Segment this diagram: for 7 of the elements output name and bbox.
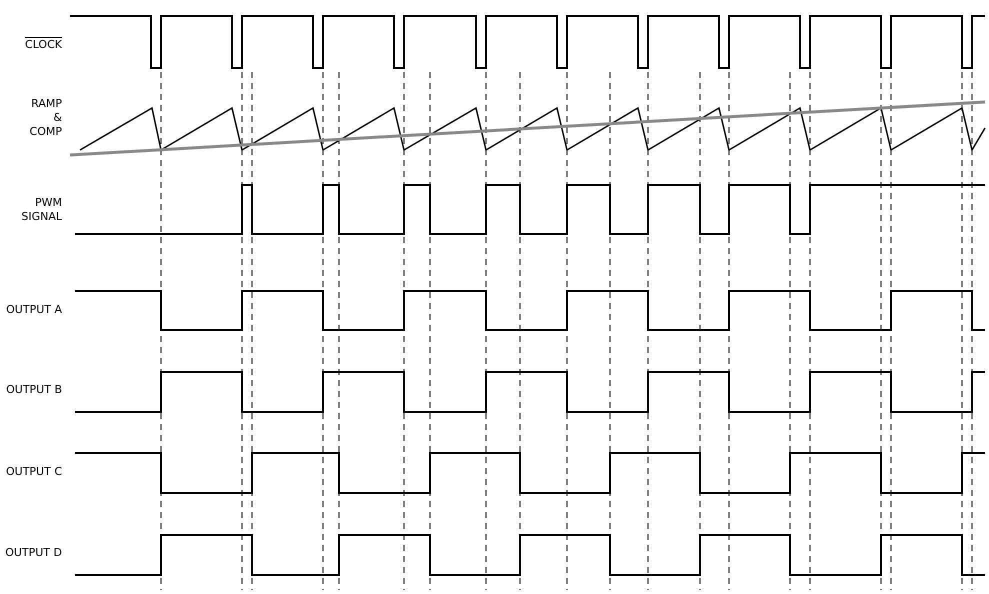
signal-label: OUTPUT B	[5, 383, 62, 397]
signal-label: CLOCK	[24, 38, 62, 52]
signal-label: RAMP & COMP	[28, 97, 62, 139]
signal-label: OUTPUT A	[5, 303, 62, 317]
signal-label: PWM SIGNAL	[20, 196, 62, 224]
signal-label: OUTPUT D	[4, 546, 62, 560]
signal-label: OUTPUT C	[4, 465, 62, 479]
